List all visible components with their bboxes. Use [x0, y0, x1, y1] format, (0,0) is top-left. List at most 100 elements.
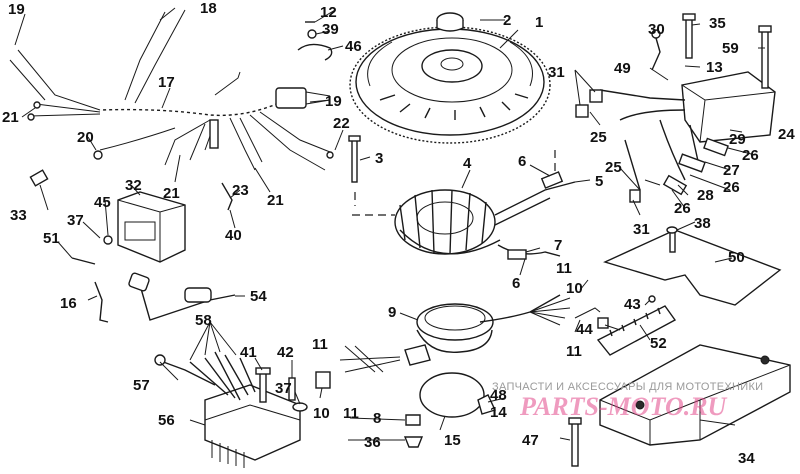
- callout-17: 17: [158, 74, 175, 91]
- callout-20: 20: [77, 129, 94, 146]
- callout-7: 7: [554, 237, 562, 254]
- callout-41: 41: [240, 344, 257, 361]
- callout-25-upper: 25: [590, 129, 607, 146]
- flywheel-nut: [436, 12, 464, 32]
- callout-36: 36: [364, 434, 381, 451]
- callout-11-upper-right: 11: [556, 260, 572, 277]
- callout-19-left: 19: [8, 1, 25, 18]
- callout-27: 27: [723, 162, 740, 179]
- callout-44: 44: [576, 321, 593, 338]
- wire-11-left: [339, 356, 401, 373]
- wire-11-right: [574, 307, 601, 319]
- callout-4: 4: [463, 155, 472, 172]
- callout-6-upper: 6: [518, 153, 526, 170]
- retainer-ring-15: [419, 372, 485, 418]
- callout-31-upper: 31: [548, 64, 565, 81]
- callout-50: 50: [728, 249, 745, 266]
- spark-plug-lead-54: [128, 272, 236, 321]
- callout-13: 13: [706, 59, 723, 76]
- callout-52: 52: [650, 335, 667, 352]
- callout-1: 1: [535, 14, 543, 31]
- watermark-text: ЗАПЧАСТИ И АКСЕССУАРЫ ДЛЯ МОТОТЕХНИКИ: [492, 381, 763, 393]
- callout-46: 46: [345, 38, 362, 55]
- bolts-30-35-59: [651, 13, 772, 89]
- callout-30: 30: [648, 21, 665, 38]
- callout-39: 39: [322, 21, 339, 38]
- callout-26-lower: 26: [674, 200, 691, 217]
- callout-24: 24: [778, 126, 795, 143]
- callout-33: 33: [10, 207, 27, 224]
- callout-5: 5: [595, 173, 603, 190]
- callout-37-right: 37: [275, 380, 292, 397]
- callout-14: 14: [490, 404, 507, 421]
- callout-6-lower: 6: [512, 275, 520, 292]
- clip-48-14: [477, 394, 496, 415]
- callout-19-right: 19: [325, 93, 342, 110]
- flywheel: [349, 26, 551, 144]
- shield-plate-50: [603, 229, 782, 306]
- terminal-10: [315, 371, 331, 389]
- callout-21-middle: 21: [163, 185, 180, 202]
- callout-11-upper-left: 11: [312, 336, 328, 353]
- wiring-harness: [9, 9, 334, 171]
- callout-29: 29: [729, 131, 746, 148]
- callout-48: 48: [490, 387, 507, 404]
- callout-21-right: 21: [267, 192, 284, 209]
- callout-9: 9: [388, 304, 396, 321]
- callout-15: 15: [444, 432, 461, 449]
- callout-34: 34: [738, 450, 755, 467]
- callout-16: 16: [60, 295, 77, 312]
- callout-49: 49: [614, 60, 631, 77]
- callout-28: 28: [697, 187, 714, 204]
- callout-25-lower: 25: [605, 159, 622, 176]
- wire-terminals-26-29: [629, 137, 729, 203]
- callout-42: 42: [277, 344, 294, 361]
- callout-10-left: 10: [313, 405, 330, 422]
- callout-43: 43: [624, 296, 641, 313]
- callout-59: 59: [722, 40, 739, 57]
- callout-58: 58: [195, 312, 212, 329]
- clamp-16: [94, 281, 109, 323]
- callout-38: 38: [694, 215, 711, 232]
- terminal-block-52: [596, 305, 677, 356]
- callout-26-upper: 26: [742, 147, 759, 164]
- callout-23: 23: [232, 182, 249, 199]
- power-pack-24: [575, 71, 776, 191]
- callout-3: 3: [375, 150, 383, 167]
- callout-56: 56: [158, 412, 175, 429]
- small-hardware: [29, 21, 361, 211]
- callout-11-lower-left: 11: [343, 405, 359, 422]
- callout-47: 47: [522, 432, 539, 449]
- callout-8: 8: [373, 410, 381, 427]
- ignition-module-32: [71, 191, 186, 265]
- callout-32: 32: [125, 177, 142, 194]
- callout-51: 51: [43, 230, 60, 247]
- callout-12: 12: [320, 4, 337, 21]
- callout-10-right: 10: [566, 280, 583, 297]
- switch-box-56: [154, 351, 301, 468]
- callout-22: 22: [333, 115, 350, 132]
- callout-11-lower-right: 11: [566, 343, 582, 360]
- assembly-line: [352, 150, 556, 216]
- leader-lines: [14, 7, 765, 441]
- trigger-9: [404, 294, 571, 366]
- watermark-brand: PARTS-MOTO.RU: [519, 392, 728, 421]
- stator: [394, 189, 501, 255]
- screw-8-36: [403, 414, 424, 448]
- washer-37-42: [288, 377, 308, 412]
- callout-26-middle: 26: [723, 179, 740, 196]
- callout-37-left: 37: [67, 212, 84, 229]
- bolt-41: [255, 367, 271, 403]
- mounting-bracket-34: [599, 344, 791, 446]
- callout-40: 40: [225, 227, 242, 244]
- callout-2: 2: [503, 12, 511, 29]
- terminal-43-44: [597, 295, 656, 329]
- stator-leads: [494, 171, 576, 260]
- callout-21-left: 21: [2, 109, 19, 126]
- bolt-47: [568, 417, 582, 467]
- callout-54: 54: [250, 288, 267, 305]
- callout-45: 45: [94, 194, 111, 211]
- callout-18: 18: [200, 0, 217, 17]
